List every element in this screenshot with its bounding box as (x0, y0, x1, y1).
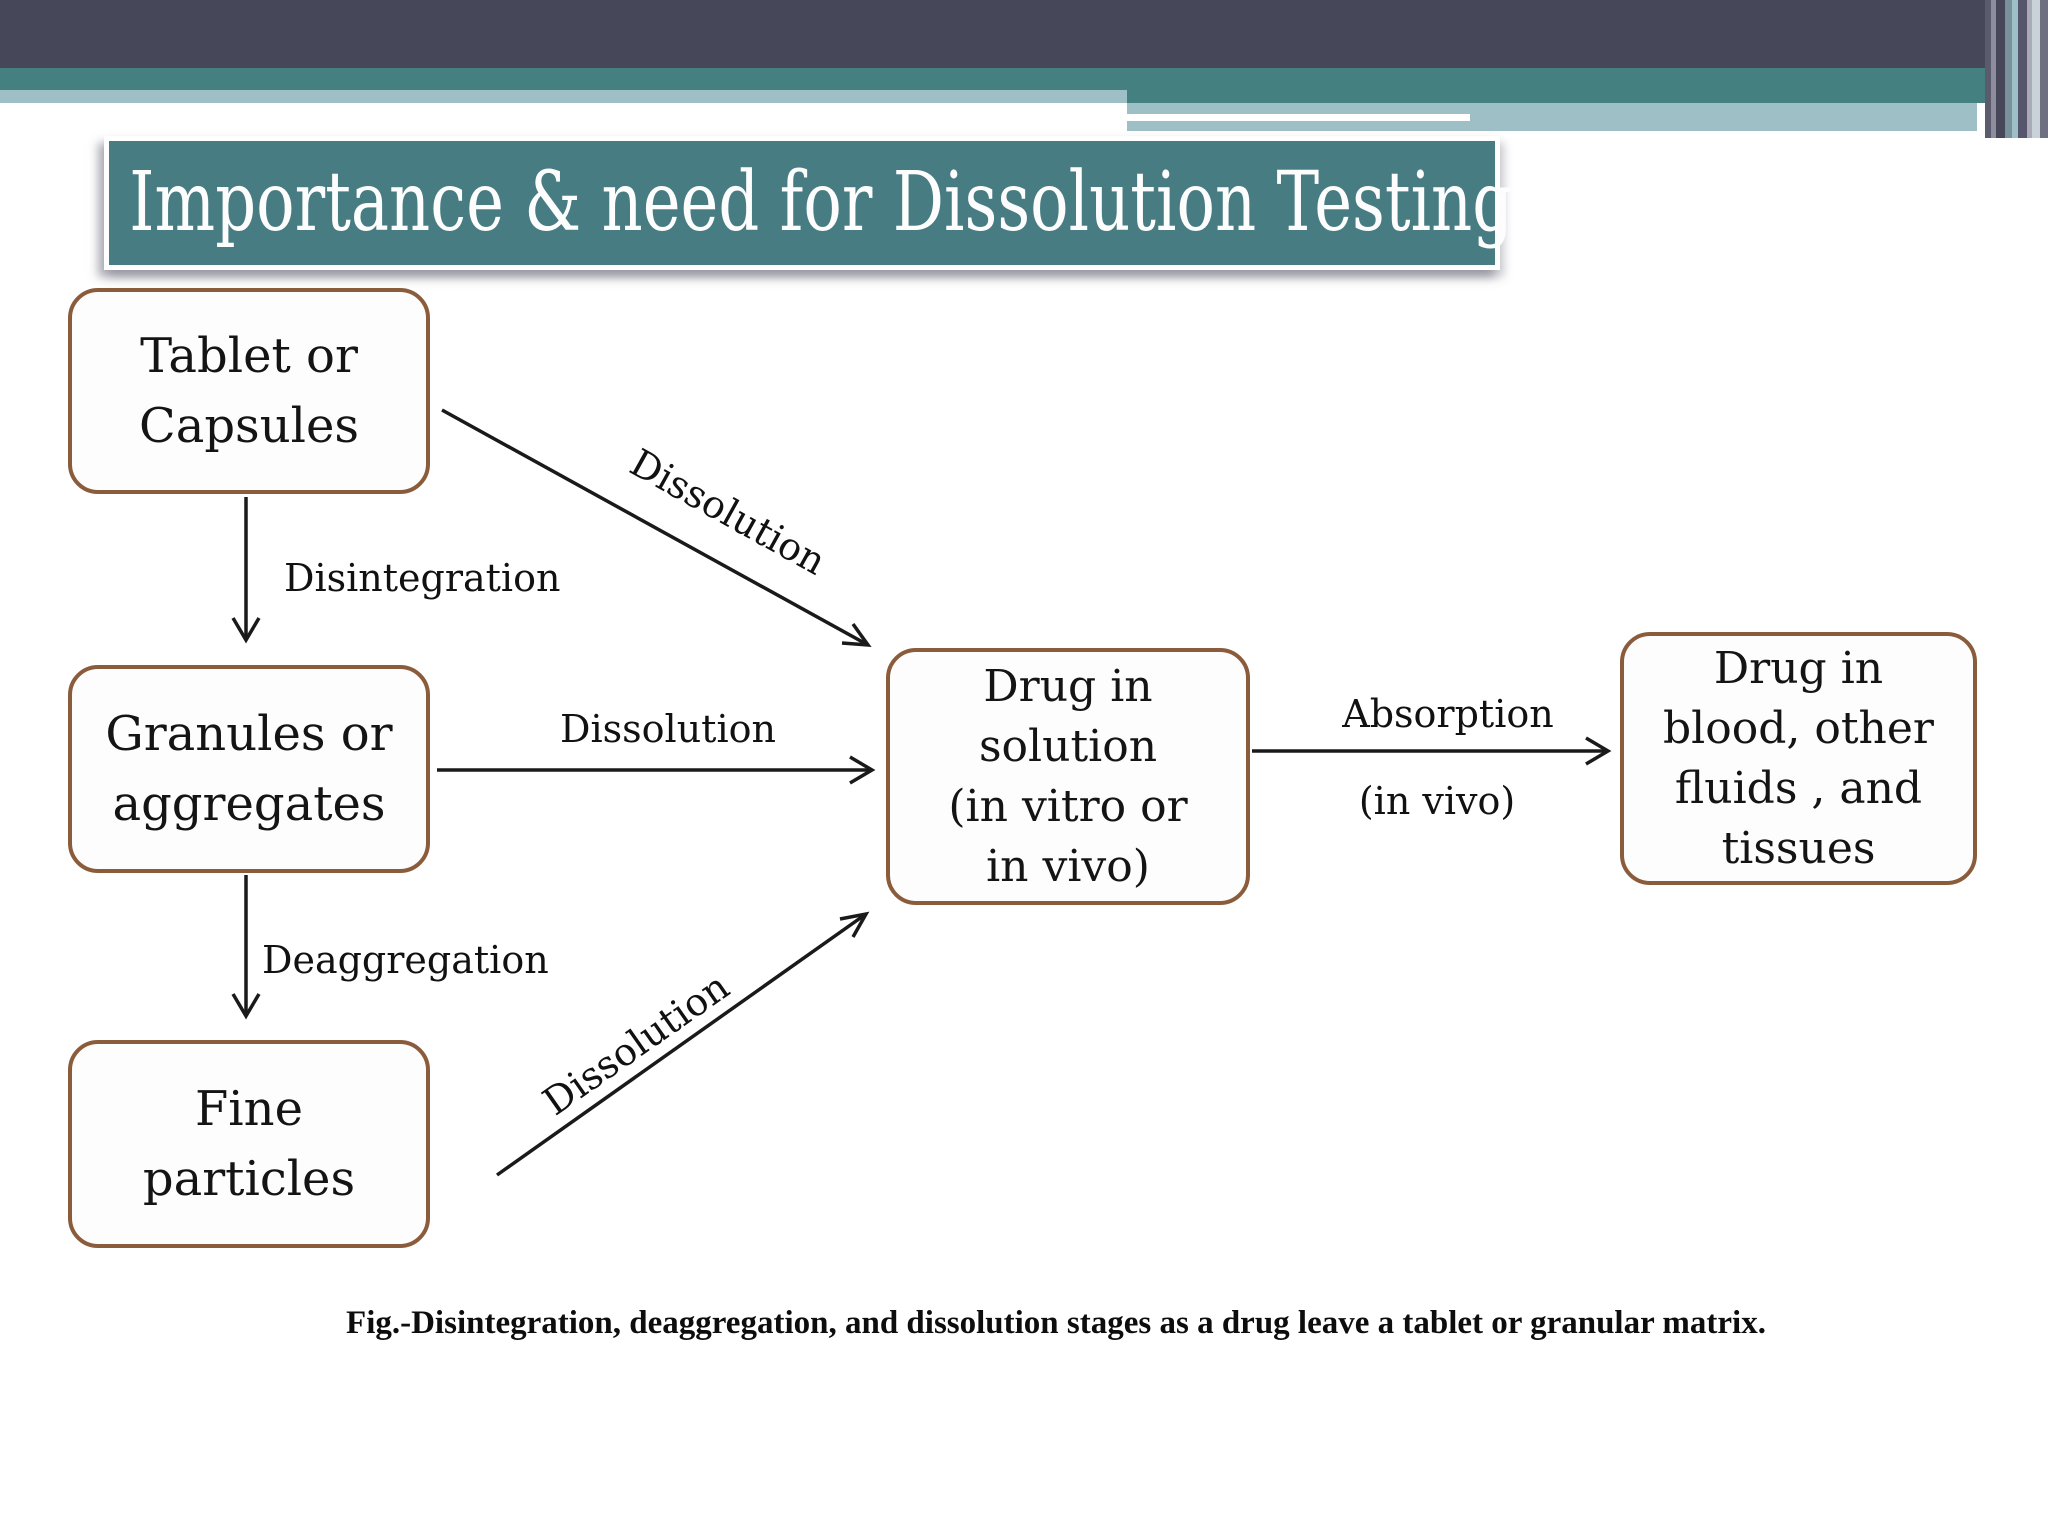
label-absorption-in-vivo: (in vivo) (1358, 779, 1516, 823)
white-stripe (1127, 114, 1470, 121)
corner-stripes (1985, 0, 2048, 138)
label-dissolution-top: Dissolution (622, 440, 834, 584)
arrow-disintegration (231, 497, 261, 644)
arrow-dissolution-top (441, 408, 872, 648)
corner-stripe (2018, 0, 2027, 138)
label-disintegration: Disintegration (284, 556, 561, 600)
arrow-head (841, 622, 872, 648)
arrow-dissolution-mid (437, 755, 876, 785)
node-line: Fine (195, 1081, 303, 1137)
label-dissolution-bottom: Dissolution (534, 964, 738, 1124)
node-line: Granules or (105, 706, 393, 762)
title-banner: Importance & need for Dissolution Testin… (104, 136, 1513, 270)
arrow-head (231, 617, 261, 644)
label-dissolution-mid: Dissolution (560, 707, 776, 751)
corner-stripe (2012, 0, 2018, 138)
corner-stripe (1996, 0, 2005, 138)
node-drug-in-solution: Drug in solution (in vitro or in vivo) (886, 648, 1250, 905)
node-line: aggregates (112, 776, 386, 832)
node-line: Drug in (1713, 642, 1884, 694)
arrow-dissolution-bottom (495, 911, 870, 1177)
page-title: Importance & need for Dissolution Testin… (129, 155, 1514, 250)
node-drug-in-blood: Drug in blood, other fluids , and tissue… (1620, 632, 1977, 885)
node-fine-particles: Fine particles (68, 1040, 430, 1248)
light-band-left (0, 90, 1127, 103)
top-bar-dark (0, 0, 2048, 68)
arrow-deaggregation (231, 875, 261, 1020)
figure-caption: Fig.-Disintegration, deaggregation, and … (346, 1305, 1766, 1341)
label-deaggregation: Deaggregation (262, 938, 549, 982)
corner-stripe (2032, 0, 2040, 138)
node-granules-or-aggregates: Granules or aggregates (68, 665, 430, 873)
node-line: (in vitro or (948, 780, 1188, 832)
arrow-head (849, 755, 876, 785)
node-line: Capsules (138, 398, 359, 454)
corner-stripe (2040, 0, 2048, 138)
top-bar-teal (0, 68, 2048, 90)
corner-stripe (1985, 0, 1991, 138)
arrow-head (231, 993, 261, 1020)
node-line: in vivo) (986, 840, 1150, 892)
arrow-head (839, 911, 870, 938)
node-line: fluids , and (1674, 762, 1923, 814)
node-line: solution (978, 720, 1158, 772)
node-line: tissues (1721, 822, 1876, 874)
arrow-absorption (1252, 736, 1612, 766)
node-line: particles (142, 1151, 356, 1207)
node-line: Drug in (983, 660, 1153, 712)
arrow-head (1585, 736, 1612, 766)
corner-stripe (1991, 0, 1996, 138)
label-absorption: Absorption (1342, 692, 1554, 736)
top-bar-teal-extension (1127, 90, 2048, 103)
node-line: Tablet or (140, 328, 358, 384)
arrow-shaft (495, 912, 868, 1177)
node-tablet-or-capsules: Tablet or Capsules (68, 288, 430, 494)
arrow-shaft (441, 408, 869, 647)
corner-stripe (2027, 0, 2032, 138)
node-line: blood, other (1663, 702, 1934, 754)
corner-stripe (2005, 0, 2012, 138)
